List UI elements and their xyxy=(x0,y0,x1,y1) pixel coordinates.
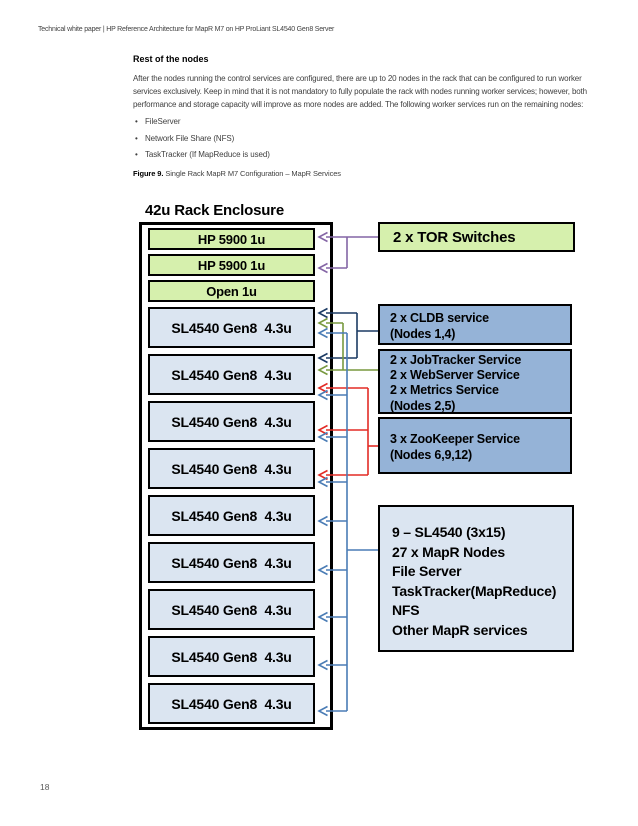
callout-line: File Server xyxy=(392,563,462,579)
rack-unit-open: Open 1u xyxy=(148,280,315,302)
callout-tor-switches: 2 x TOR Switches xyxy=(378,222,575,252)
rack-unit-label: SL4540 Gen8 4.3u xyxy=(171,507,292,524)
figure-caption: Figure 9. Single Rack MapR M7 Configurat… xyxy=(133,169,598,178)
rack-unit-switch-2: HP 5900 1u xyxy=(148,254,315,276)
rack-unit-label: SL4540 Gen8 4.3u xyxy=(171,319,292,336)
rack-unit-server-6: SL4540 Gen8 4.3u xyxy=(148,542,315,583)
callout-worker-nodes: 9 – SL4540 (3x15) 27 x MapR Nodes File S… xyxy=(378,505,574,652)
figure-caption-text: Single Rack MapR M7 Configuration – MapR… xyxy=(163,169,341,178)
callout-line: Other MapR services xyxy=(392,621,528,638)
callout-line: 2 x CLDB service xyxy=(390,311,489,325)
bullet-marker: • xyxy=(135,117,138,126)
page-number: 18 xyxy=(40,782,50,792)
callout-line: 3 x ZooKeeper Service xyxy=(390,432,520,446)
bullet-text: TaskTracker (If MapReduce is used) xyxy=(145,150,270,159)
bullet-item: • Network File Share (NFS) xyxy=(133,134,598,143)
bullet-list: • FileServer • Network File Share (NFS) … xyxy=(133,117,598,159)
bullet-item: • TaskTracker (If MapReduce is used) xyxy=(133,150,598,159)
rack-unit-server-9: SL4540 Gen8 4.3u xyxy=(148,683,315,724)
callout-line: (Nodes 6,9,12) xyxy=(390,448,472,462)
callout-line: 2 x WebServer Service xyxy=(390,368,520,383)
section-title: Rest of the nodes xyxy=(133,54,209,64)
rack-unit-switch-1: HP 5900 1u xyxy=(148,228,315,250)
callout-line: 2 x TOR Switches xyxy=(393,228,516,246)
rack-title: 42u Rack Enclosure xyxy=(145,202,284,219)
bullet-marker: • xyxy=(135,150,138,159)
rack-unit-server-4: SL4540 Gen8 4.3u xyxy=(148,448,315,489)
rack-unit-label: SL4540 Gen8 4.3u xyxy=(171,601,292,618)
callout-line: 2 x JobTracker Service xyxy=(390,353,522,367)
callout-line: 27 x MapR Nodes xyxy=(392,543,505,560)
callout-line: NFS xyxy=(392,602,420,618)
callout-zookeeper-service: 3 x ZooKeeper Service (Nodes 6,9,12) xyxy=(378,417,572,474)
figure-label: Figure 9. xyxy=(133,169,164,178)
callout-line: 9 – SL4540 (3x15) xyxy=(392,524,506,540)
rack-unit-server-1: SL4540 Gen8 4.3u xyxy=(148,307,315,348)
body-paragraph: After the nodes running the control serv… xyxy=(133,74,587,109)
rack-unit-label: SL4540 Gen8 4.3u xyxy=(171,695,292,712)
rack-unit-server-3: SL4540 Gen8 4.3u xyxy=(148,401,315,442)
callout-line: 2 x Metrics Service xyxy=(390,383,499,398)
bullet-text: Network File Share (NFS) xyxy=(145,133,235,143)
bullet-marker: • xyxy=(135,133,138,143)
rack-unit-server-7: SL4540 Gen8 4.3u xyxy=(148,589,315,630)
rack-unit-label: SL4540 Gen8 4.3u xyxy=(171,554,292,571)
rack-unit-label: HP 5900 1u xyxy=(197,231,266,247)
bullet-text: FileServer xyxy=(145,117,181,126)
bullet-item: • FileServer xyxy=(133,117,598,126)
rack-unit-server-8: SL4540 Gen8 4.3u xyxy=(148,636,315,677)
rack-unit-label: SL4540 Gen8 4.3u xyxy=(171,460,292,477)
rack-unit-label: Open 1u xyxy=(206,283,257,299)
callout-line: (Nodes 2,5) xyxy=(390,398,456,413)
body-content: Rest of the nodes After the nodes runnin… xyxy=(133,54,598,178)
rack-unit-label: SL4540 Gen8 4.3u xyxy=(171,413,292,430)
callout-jobtracker-services: 2 x JobTracker Service 2 x WebServer Ser… xyxy=(378,349,572,414)
rack-unit-server-2: SL4540 Gen8 4.3u xyxy=(148,354,315,395)
rack-unit-label: SL4540 Gen8 4.3u xyxy=(171,366,292,383)
rack-unit-label: HP 5900 1u xyxy=(197,257,266,273)
page-header: Technical white paper | HP Reference Arc… xyxy=(38,26,335,33)
callout-line: (Nodes 1,4) xyxy=(390,327,456,341)
callout-cldb-service: 2 x CLDB service (Nodes 1,4) xyxy=(378,304,572,345)
rack-unit-server-5: SL4540 Gen8 4.3u xyxy=(148,495,315,536)
rack-unit-label: SL4540 Gen8 4.3u xyxy=(171,648,292,665)
callout-line: TaskTracker(MapReduce) xyxy=(392,582,557,599)
